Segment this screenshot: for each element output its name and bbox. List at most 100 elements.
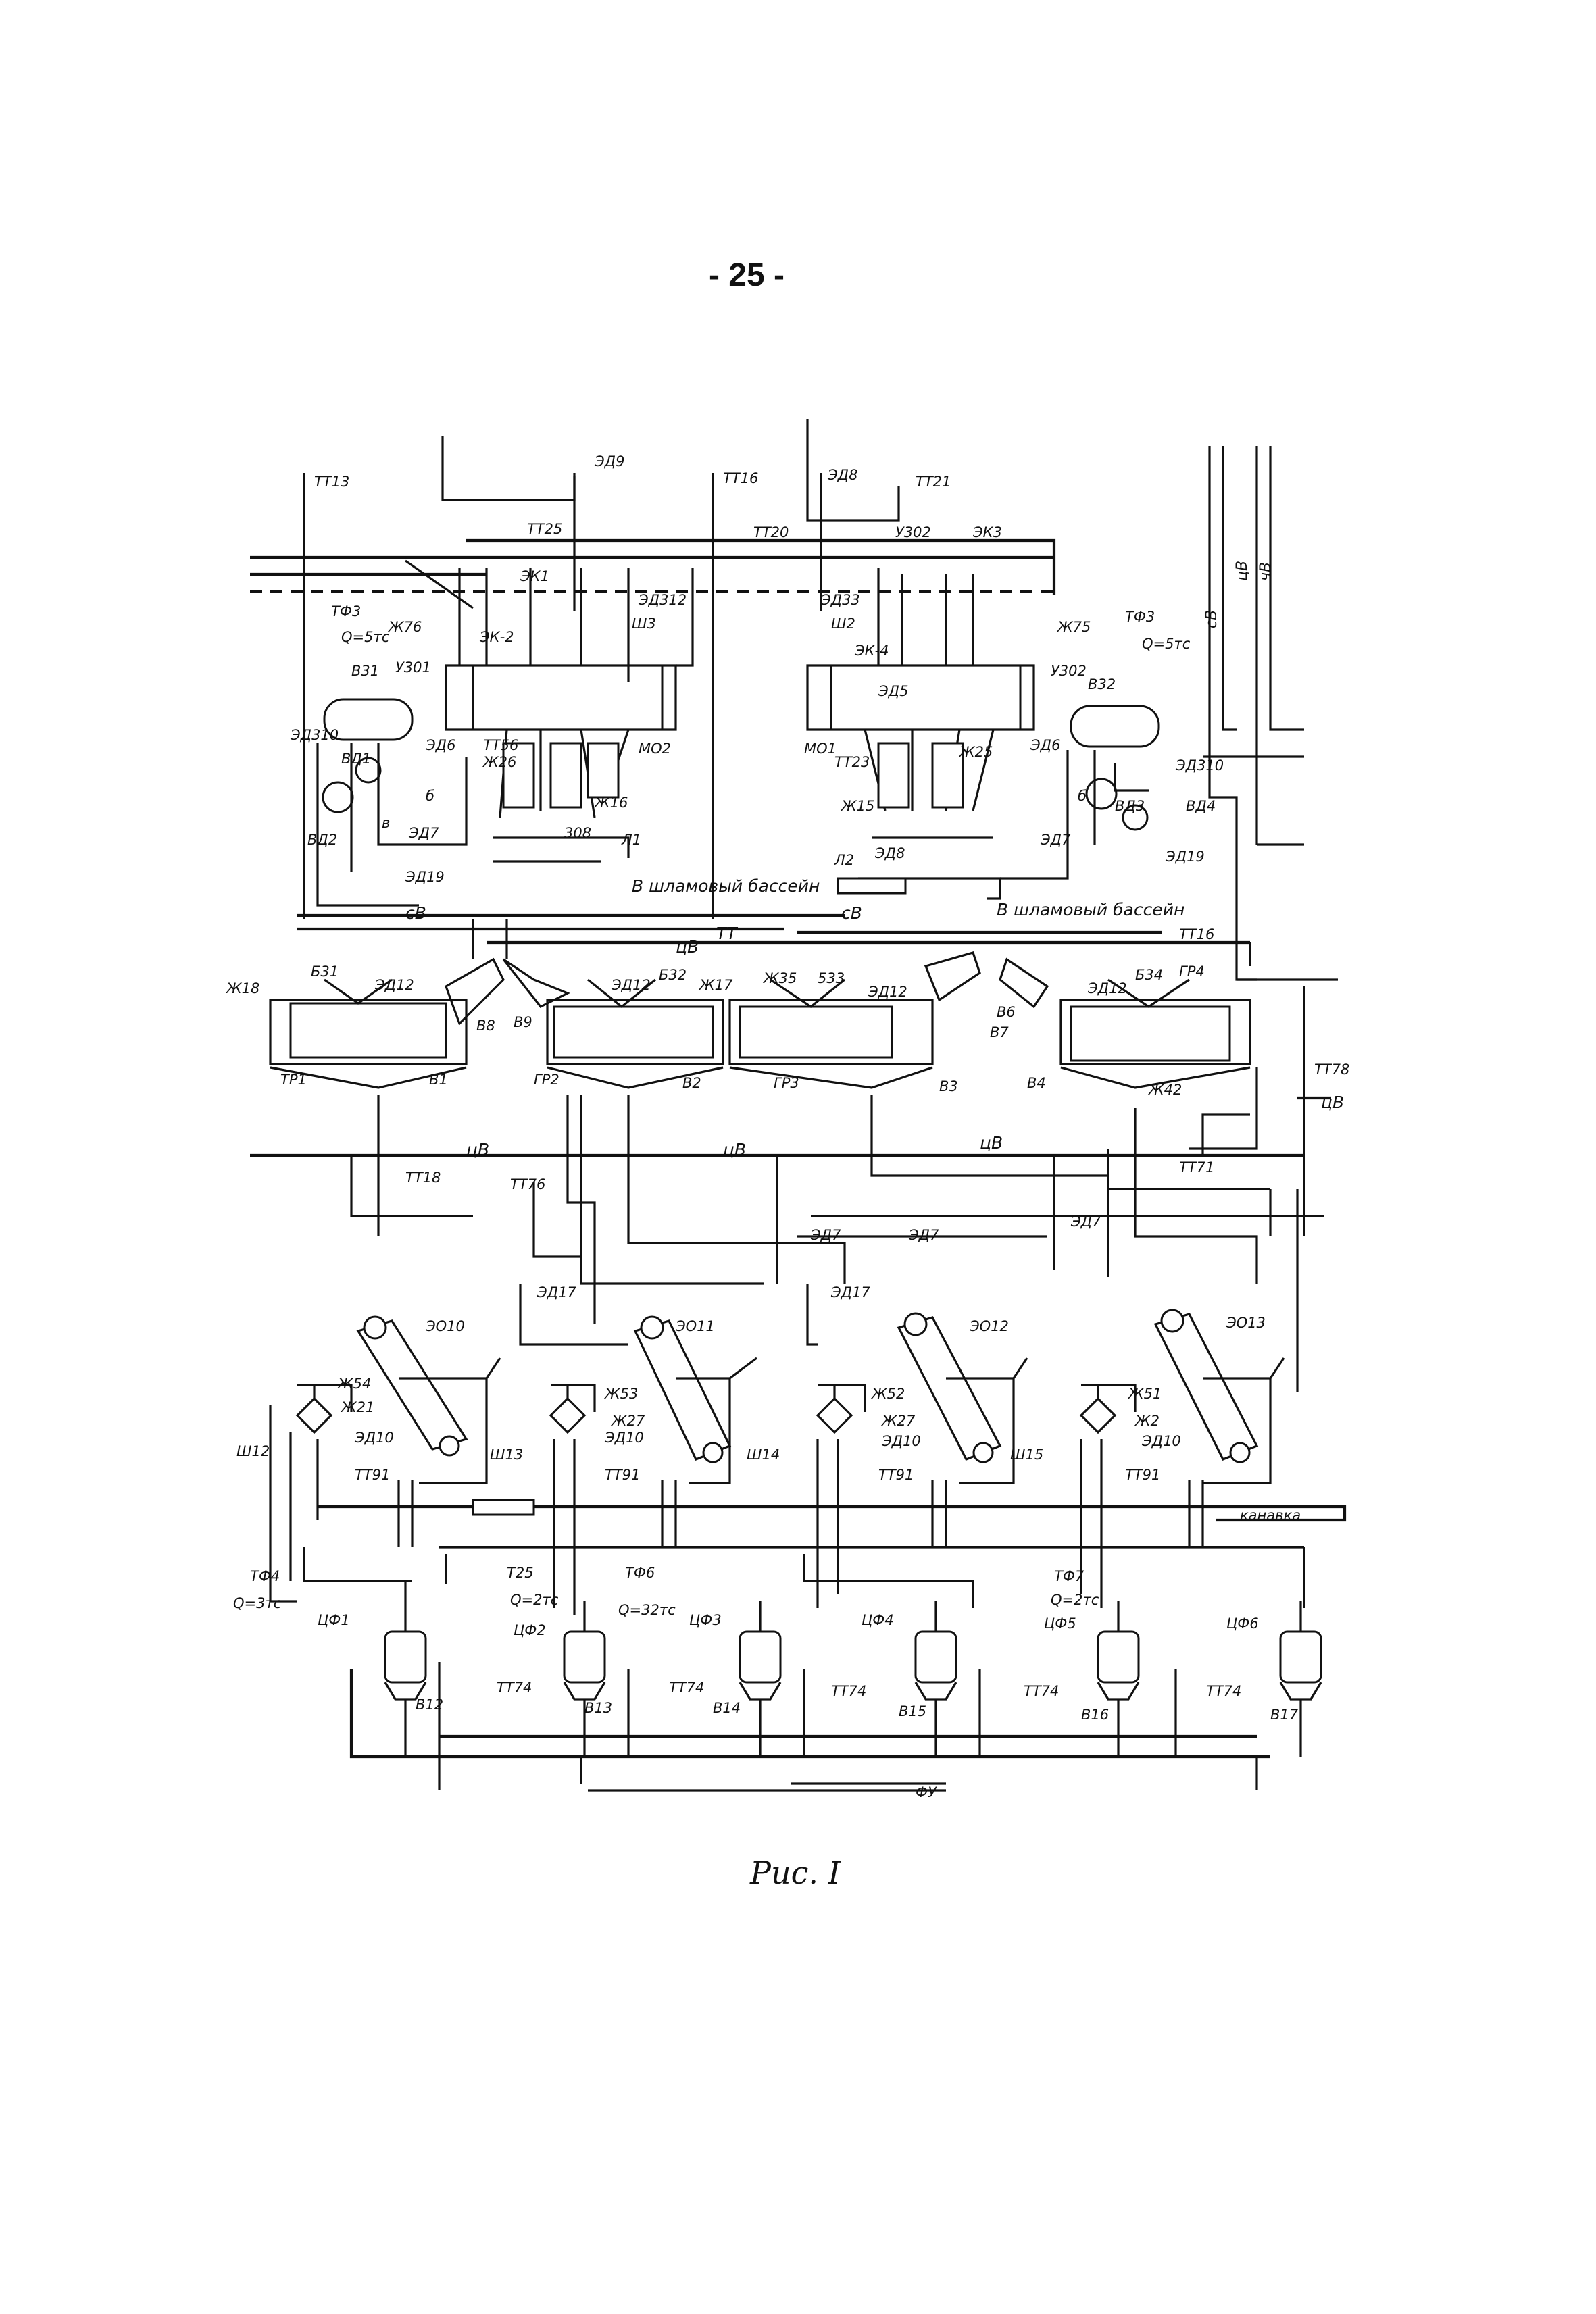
label-v17: В17 xyxy=(1270,1707,1299,1723)
label-chv-right: цВ xyxy=(1234,561,1251,581)
label-zh21: Ж21 xyxy=(340,1399,374,1415)
filter-b32 xyxy=(553,1005,714,1059)
label-ed12-3: ЭД12 xyxy=(868,984,907,1000)
label-ed10-d: ЭД10 xyxy=(1141,1433,1181,1449)
label-q2-right: Q=2тс xyxy=(1051,1592,1099,1608)
vacuum-filter-row xyxy=(269,951,1251,1089)
label-zh27b: Ж27 xyxy=(880,1413,916,1429)
label-ed17-b: ЭД17 xyxy=(830,1284,870,1301)
label-b-right: б xyxy=(1078,788,1087,804)
vacuum-pump-vd1 xyxy=(322,781,354,813)
label-zh25: Ж25 xyxy=(958,744,993,760)
label-ed7-b: ЭД7 xyxy=(908,1227,939,1243)
label-ed12-1: ЭД12 xyxy=(374,977,414,993)
label-zh26: Ж26 xyxy=(482,754,516,770)
label-v9: В9 xyxy=(514,1014,532,1030)
label-v3: В3 xyxy=(939,1078,958,1095)
label-sh13: Ш13 xyxy=(490,1447,523,1463)
label-chv-row3: цВ xyxy=(980,1133,1003,1153)
label-v1: В1 xyxy=(429,1072,448,1088)
label-tt74-1: ТТ74 xyxy=(497,1680,532,1696)
label-v13: В13 xyxy=(584,1700,612,1716)
label-sh12: Ш12 xyxy=(236,1443,270,1459)
label-tt20: ТТ20 xyxy=(753,524,789,540)
centrifuge-cf6 xyxy=(1279,1630,1322,1684)
label-ed33: ЭД33 xyxy=(820,592,860,608)
label-v14: В14 xyxy=(713,1700,741,1716)
label-sv-mid: сВ xyxy=(841,903,862,923)
label-vd2: ВД2 xyxy=(307,832,337,848)
label-q5-left: Q=5тс xyxy=(341,629,390,645)
label-tt71: ТТ71 xyxy=(1179,1159,1214,1176)
filter-b34 xyxy=(1070,1005,1231,1062)
label-tf7: ТФ7 xyxy=(1054,1568,1084,1584)
label-zh27a: Ж27 xyxy=(610,1413,645,1429)
label-gr3: ГР3 xyxy=(774,1075,799,1091)
label-u302-mid: У302 xyxy=(1051,663,1087,679)
label-ed7-a: ЭД7 xyxy=(810,1227,841,1243)
label-tf6: ТФ6 xyxy=(625,1565,655,1581)
label-kanavka: канавка xyxy=(1240,1507,1301,1524)
label-sv-right: сВ xyxy=(1203,610,1220,628)
vacuum-pump-vd3 xyxy=(1085,778,1118,810)
label-ed312: ЭД312 xyxy=(638,592,687,608)
label-ek4: ЭК-4 xyxy=(854,643,889,659)
label-ed6: ЭД6 xyxy=(1030,737,1060,753)
label-vd4: ВД4 xyxy=(1186,798,1216,814)
label-l2: Л2 xyxy=(834,852,854,868)
centrifuge-cf2 xyxy=(563,1630,606,1684)
label-tt78: ТТ78 xyxy=(1314,1061,1349,1078)
label-b-left: б xyxy=(426,788,434,804)
label-tt91-d: ТТ91 xyxy=(1125,1467,1160,1483)
label-zh15: Ж15 xyxy=(840,798,874,814)
label-zh17: Ж17 xyxy=(698,977,733,993)
label-zh42: Ж42 xyxy=(1147,1082,1182,1098)
label-tf3-left: ТФ3 xyxy=(331,603,361,620)
label-tt-mid: ТТ xyxy=(716,924,738,943)
label-ed8-top: ЭД8 xyxy=(827,467,857,483)
label-ed19-left: ЭД19 xyxy=(405,869,445,885)
label-b34: Б34 xyxy=(1135,967,1163,983)
label-e012: ЭО12 xyxy=(969,1318,1009,1334)
label-l1: Л1 xyxy=(621,832,641,848)
label-tt91-c: ТТ91 xyxy=(878,1467,914,1483)
label-sv-left: сВ xyxy=(405,903,426,923)
label-q5-right: Q=5тс xyxy=(1142,636,1191,652)
label-chv-top: цВ xyxy=(676,937,699,957)
label-ed9: ЭД9 xyxy=(594,453,624,470)
label-ed7-c: ЭД7 xyxy=(1070,1213,1101,1230)
label-cf4: ЦФ4 xyxy=(862,1612,894,1628)
label-v7: В7 xyxy=(990,1024,1009,1040)
label-chv-row2: цВ xyxy=(723,1140,746,1159)
label-tt21: ТТ21 xyxy=(916,474,951,490)
label-q2-left: Q=2тс xyxy=(510,1592,559,1608)
label-b33: 533 xyxy=(818,970,845,986)
label-ed7-right: ЭД7 xyxy=(1040,832,1071,848)
label-u301: У301 xyxy=(395,659,431,676)
label-v16: В16 xyxy=(1081,1707,1109,1723)
label-u302-top: У302 xyxy=(895,524,931,540)
tag-labels: ТТ13 ЭД9 ТТ16 ЭД8 ТТ21 ТТ25 ТТ20 У302 ЭК… xyxy=(225,453,1349,1801)
label-ed10-a: ЭД10 xyxy=(354,1430,394,1446)
label-v2: В2 xyxy=(682,1075,701,1091)
label-ed10-c: ЭД10 xyxy=(881,1433,921,1449)
label-gr4: ГР4 xyxy=(1179,963,1205,980)
label-e011: ЭО11 xyxy=(675,1318,715,1334)
label-v32: В32 xyxy=(1088,676,1116,693)
label-v8: В8 xyxy=(476,1017,495,1034)
label-sh2: Ш2 xyxy=(831,615,855,632)
pipelines xyxy=(250,419,1347,1792)
label-gr2: ГР2 xyxy=(534,1072,559,1088)
label-v31: В31 xyxy=(351,663,379,679)
centrifuge-cf1 xyxy=(384,1630,427,1684)
label-ed10-b: ЭД10 xyxy=(604,1430,644,1446)
label-ed26: ЭД6 xyxy=(425,737,455,753)
elevators xyxy=(356,1309,1285,1484)
label-cf2: ЦФ2 xyxy=(514,1622,546,1638)
label-q3: Q=3тс xyxy=(233,1595,282,1611)
label-tt74-3: ТТ74 xyxy=(831,1683,866,1699)
label-sh3: Ш3 xyxy=(632,615,656,632)
label-basin-right: В шламовый бассейн xyxy=(997,900,1184,920)
label-b31: Б31 xyxy=(311,963,339,980)
